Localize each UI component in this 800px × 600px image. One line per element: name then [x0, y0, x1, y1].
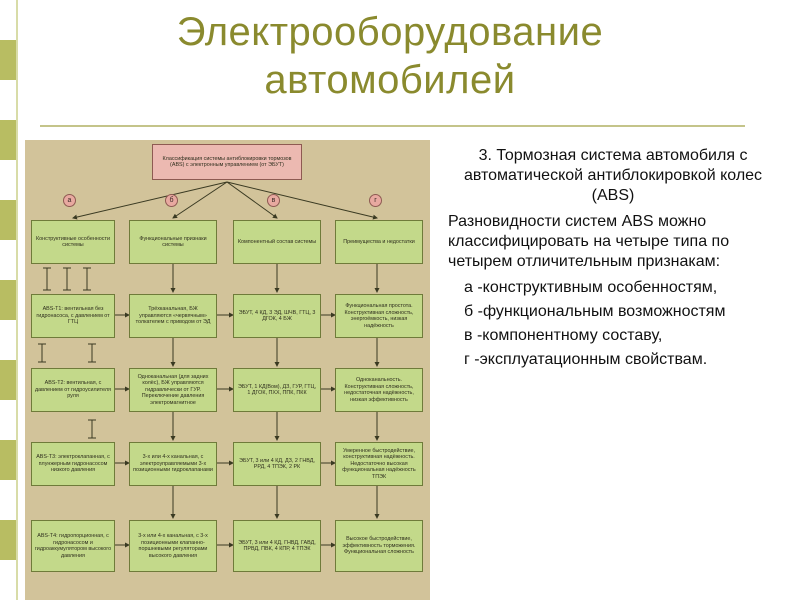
list-item-a: а -конструктивным особенностям, — [464, 279, 718, 296]
marker-a: а — [63, 194, 76, 207]
side-decorative-strip — [0, 0, 18, 600]
marker-b: б — [165, 194, 178, 207]
diagram-root-box: Классификация системы антиблокировки тор… — [152, 144, 302, 180]
intro-paragraph: Разновидности систем ABS можно классифиц… — [448, 213, 730, 270]
abs-classification-diagram: Классификация системы антиблокировки тор… — [25, 140, 430, 600]
row2-construction: ABS-T2: вентильная, с давлением от гидро… — [31, 368, 115, 412]
title-line-1: Электрооборудование — [176, 10, 604, 54]
row1-components: ЭБУТ, 4 КД, 3 ЭД, ШЧВ, ГТЦ, 3 ДГОК, 4 БЖ — [233, 294, 321, 338]
row4-construction: ABS-T4: гидропорционная, с гидронасосом … — [31, 520, 115, 572]
title-divider — [40, 125, 745, 127]
diagram-arrows — [38, 181, 380, 548]
row3-pros-cons: Умеренное быстродействие, конструктивная… — [335, 442, 423, 486]
row4-functional: 3-х или 4-х канальная, с 3-х позиционным… — [129, 520, 217, 572]
description-text: 3. Тормозная система автомобиля с автома… — [448, 146, 778, 374]
marker-v: в — [267, 194, 280, 207]
list-item-v: в -компонентному составу, — [464, 327, 663, 344]
row4-pros-cons: Высокое быстродействие, эффективность то… — [335, 520, 423, 572]
header-construction: Конструктивные особенности системы — [31, 220, 115, 264]
row2-pros-cons: Одноканальность. Конструктивная сложност… — [335, 368, 423, 412]
title-line-2: автомобилей — [264, 58, 516, 102]
header-pros-cons: Преимущества и недостатки — [335, 220, 423, 264]
row4-components: ЭБУТ, 3 или 4 КД, ГНВД, ГАВД, ПРВД, ПВК,… — [233, 520, 321, 572]
row2-functional: Одноканальная (для задних колёс), БЖ упр… — [129, 368, 217, 412]
list-item-b: б -функциональным возможностям — [464, 303, 726, 320]
row3-functional: 3-х или 4-х канальная, с электроуправляе… — [129, 442, 217, 486]
header-functional: Функциональные признаки системы — [129, 220, 217, 264]
slide-title: Электрооборудование автомобилей — [30, 8, 750, 104]
row2-components: ЭБУТ, 1 КД(Вом), ДЗ, ГУР, ГТЦ, 1 ДГОК, П… — [233, 368, 321, 412]
list-item-g: г -эксплуатационным свойствам. — [464, 351, 708, 368]
marker-g: г — [369, 194, 382, 207]
row3-construction: ABS-T3: электроклапанная, с плунжерным г… — [31, 442, 115, 486]
row1-functional: Трёхканальная, БЖ управляются «червячным… — [129, 294, 217, 338]
row3-components: ЭБУТ, 3 или 4 КД, ДЗ, 2 ГНВД, РРД, 4 ТПЭ… — [233, 442, 321, 486]
section-heading: 3. Тормозная система автомобиля с автома… — [463, 147, 763, 204]
header-components: Компонентный состав системы — [233, 220, 321, 264]
row1-pros-cons: Функциональная простота. Конструктивная … — [335, 294, 423, 338]
row1-construction: ABS-T1: вентильная без гидронасоса, с да… — [31, 294, 115, 338]
